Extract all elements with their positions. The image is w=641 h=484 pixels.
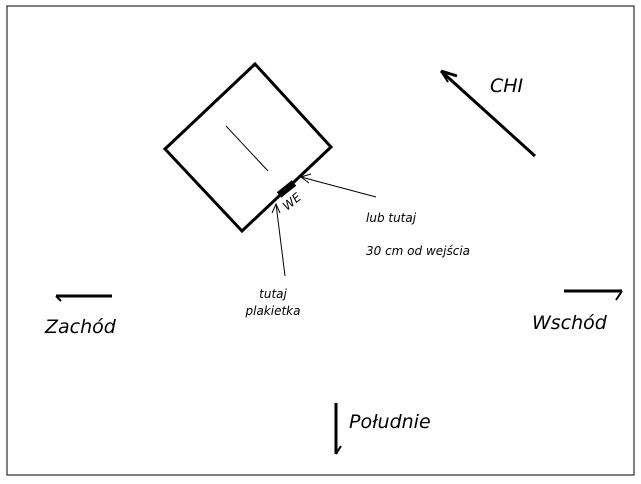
distance-label: 30 cm od wejścia: [366, 244, 471, 258]
frame: [6, 5, 635, 476]
pointer-lub-tutaj-head: [299, 173, 312, 184]
east-arrow-head: [615, 290, 623, 301]
here-label: tutaj: [259, 287, 287, 301]
south-arrow-head: [335, 445, 342, 455]
plaque-label: plakietka: [245, 304, 301, 318]
pointer-lub-tutaj: [300, 176, 377, 198]
east-label: Wschód: [532, 312, 607, 334]
north-arrow-head-2: [440, 70, 449, 83]
north-arrow: [439, 69, 537, 158]
north-arrow-head: [440, 69, 458, 78]
or-here-label: lub tutaj: [366, 211, 417, 225]
west-arrow-head: [55, 295, 62, 302]
house-outline: [162, 61, 334, 234]
door-marker: [276, 180, 297, 198]
north-label: CHI: [490, 75, 524, 97]
west-label: Zachód: [45, 316, 116, 338]
south-label: Południe: [349, 411, 431, 433]
pointer-tutaj-head: [271, 202, 281, 214]
pointer-tutaj: [275, 203, 286, 277]
house-inner-line: [225, 125, 269, 172]
